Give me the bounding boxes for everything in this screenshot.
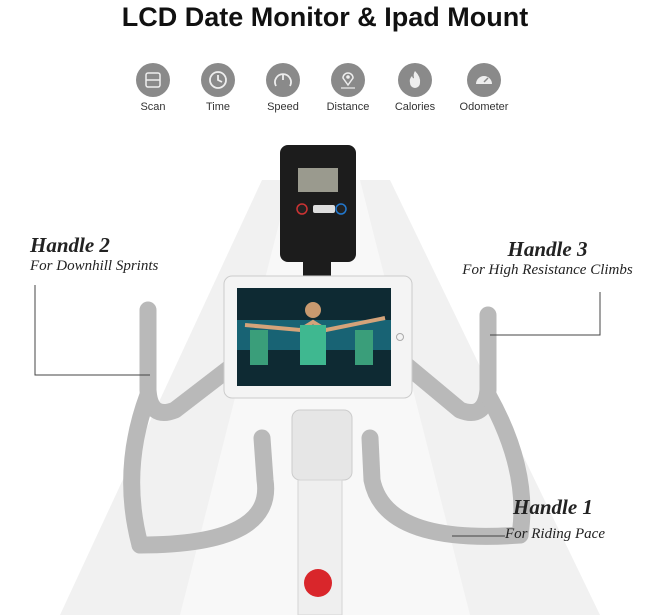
clock-icon xyxy=(201,63,235,97)
page-title: LCD Date Monitor & Ipad Mount xyxy=(121,2,529,32)
flame-icon xyxy=(398,63,432,97)
feature-calories: Calories xyxy=(380,63,450,113)
handlebars xyxy=(123,301,531,554)
feature-speed: Speed xyxy=(248,63,318,113)
handle-2-callout: Handle 2 For Downhill Sprints xyxy=(30,233,159,274)
feature-time: Time xyxy=(183,63,253,113)
handle-3-callout: Handle 3 For High Resistance Climbs xyxy=(462,237,633,278)
feature-odometer: Odometer xyxy=(449,63,519,113)
callout-line-handle-2 xyxy=(34,285,150,376)
scan-icon xyxy=(136,63,170,97)
lcd-screen xyxy=(298,168,338,192)
feature-scan: Scan xyxy=(118,63,188,113)
odometer-icon xyxy=(467,63,501,97)
location-pin-icon xyxy=(331,63,365,97)
callout-line-handle-3 xyxy=(490,292,601,336)
resistance-knob xyxy=(304,569,332,597)
feature-distance: Distance xyxy=(313,63,383,113)
lcd-monitor xyxy=(280,145,356,262)
handle-1-callout: Handle 1 For Riding Pace xyxy=(505,495,605,542)
speed-gauge-icon xyxy=(266,63,300,97)
